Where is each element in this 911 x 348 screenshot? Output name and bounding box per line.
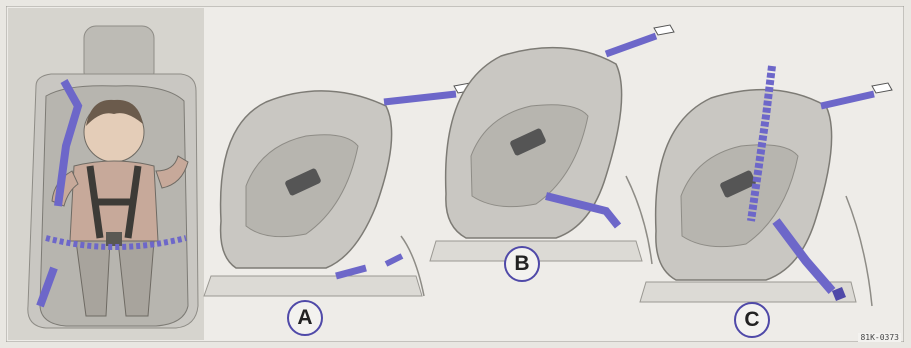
label-a: A	[287, 300, 323, 336]
child-in-seat-panel	[8, 8, 204, 340]
figure-reference-code: 81K-0373	[858, 333, 901, 342]
figure-illustration	[6, 6, 904, 342]
child-seat-a-base	[204, 276, 422, 296]
belt-buckle-icon	[106, 232, 122, 246]
label-c: C	[734, 302, 770, 338]
label-b: B	[504, 246, 540, 282]
